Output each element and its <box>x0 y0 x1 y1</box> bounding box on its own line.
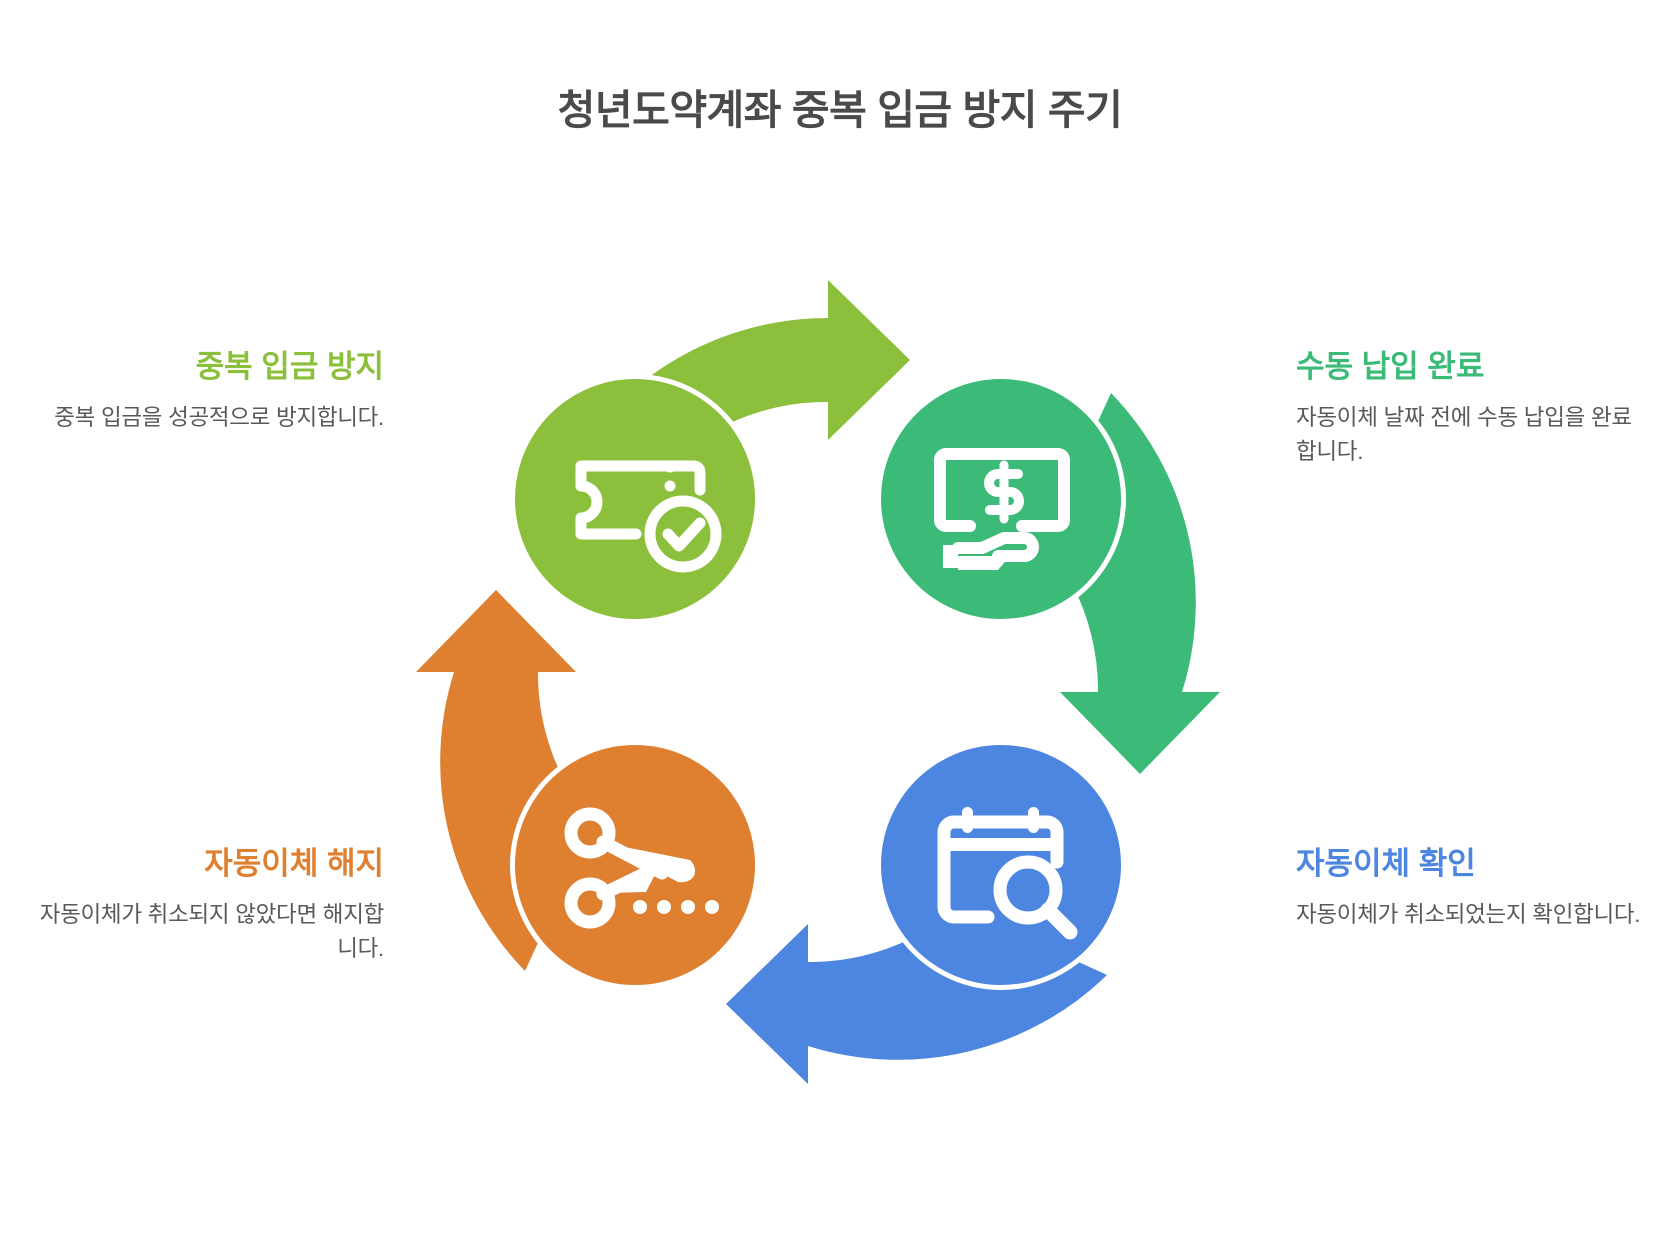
step-description-cancel-autopay: 자동이체가 취소되지 않았다면 해지합니다. <box>39 901 385 961</box>
step-text-prevent-duplicate: 중복 입금 방지 중복 입금을 성공적으로 방지합니다. <box>36 348 384 435</box>
node-cancel-autopay[interactable] <box>510 740 760 990</box>
page-title: 청년도약계좌 중복 입금 방지 주기 <box>557 87 1123 133</box>
node-verify-autopay[interactable] <box>876 740 1126 990</box>
step-text-manual-payment: 수동 납입 완료 자동이체 날짜 전에 수동 납입을 완료합니다. <box>1296 348 1644 468</box>
node-manual-payment[interactable] <box>876 374 1126 624</box>
scissors-icon <box>564 807 719 929</box>
step-heading-verify-autopay: 자동이체 확인 <box>1296 846 1476 881</box>
step-text-cancel-autopay: 자동이체 해지 자동이체가 취소되지 않았다면 해지합니다. <box>36 845 385 965</box>
step-heading-prevent-duplicate: 중복 입금 방지 <box>195 349 384 384</box>
cash-hand-icon <box>934 448 1070 570</box>
step-heading-manual-payment: 수동 납입 완료 <box>1296 349 1485 384</box>
step-heading-cancel-autopay: 자동이체 해지 <box>204 846 384 881</box>
calendar-search-icon <box>937 807 1078 940</box>
step-description-manual-payment: 자동이체 날짜 전에 수동 납입을 완료합니다. <box>1296 404 1632 464</box>
cut-line-dots-icon <box>633 900 719 914</box>
step-text-verify-autopay: 자동이체 확인 자동이체가 취소되었는지 확인합니다. <box>1296 845 1644 932</box>
step-description-prevent-duplicate: 중복 입금을 성공적으로 방지합니다. <box>54 404 384 430</box>
cycle-diagram <box>398 262 1238 1102</box>
node-prevent-duplicate[interactable] <box>510 374 760 624</box>
ticket-check-icon <box>575 460 722 573</box>
step-description-verify-autopay: 자동이체가 취소되었는지 확인합니다. <box>1296 901 1641 927</box>
